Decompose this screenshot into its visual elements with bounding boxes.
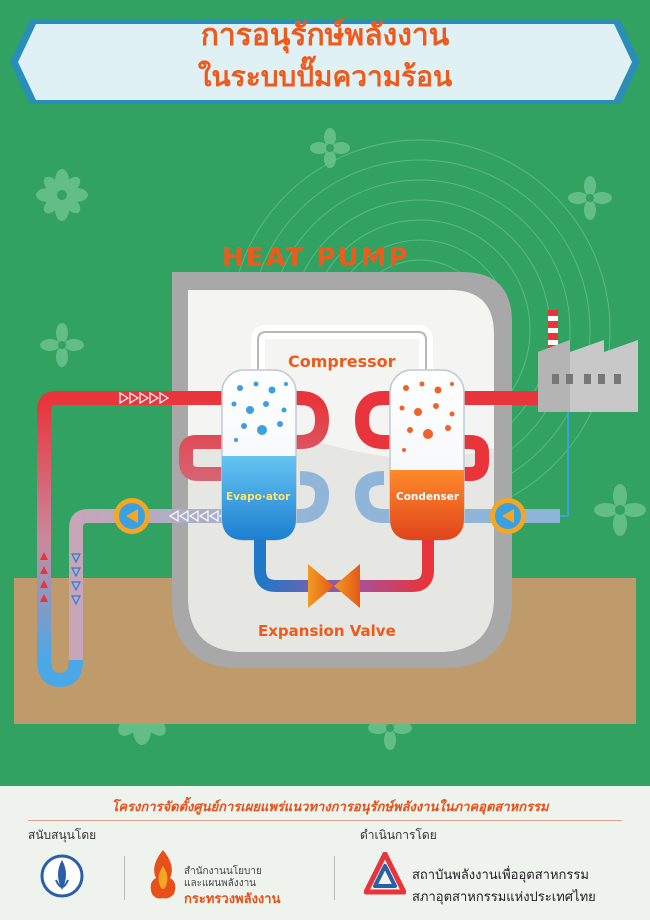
expansion-valve-label: Expansion Valve	[258, 622, 396, 640]
ministry-logo	[40, 854, 84, 898]
title-banner	[10, 20, 640, 104]
org1-name-line2: และแผนพลังงาน	[184, 878, 257, 889]
condenser-label: Condenser	[396, 491, 460, 503]
fan-icon	[594, 484, 646, 536]
logo-separator	[334, 856, 335, 900]
pump-icon	[114, 498, 150, 534]
fan-icon	[36, 169, 88, 221]
footer-divider	[28, 820, 622, 821]
valve-icon	[308, 564, 360, 608]
condenser-tank	[389, 369, 465, 541]
fan-icon	[40, 323, 84, 367]
org1-name-line1: สำนักงานนโยบาย	[184, 866, 262, 877]
supported-by-label: สนับสนุนโดย	[28, 828, 97, 842]
hot-outlet-pipe	[354, 391, 540, 481]
org2-name-line1: สถาบันพลังงานเพื่ออุตสาหกรรม	[412, 868, 589, 883]
org1-name-line3: กระทรวงพลังงาน	[184, 892, 281, 907]
institute-logo	[364, 852, 406, 895]
operated-by-label: ดำเนินการโดย	[360, 828, 437, 842]
evaporator-tank	[221, 369, 297, 541]
cold-return-pipe	[69, 471, 330, 660]
org2-name-line2: สภาอุตสาหกรรมแห่งประเทศไทย	[412, 890, 596, 905]
heat-pump-heading: HEAT PUMP	[222, 243, 410, 273]
fan-icon	[568, 176, 612, 220]
page-title: การอนุรักษ์พลังงาน	[200, 18, 450, 53]
ground-arrows-down	[71, 553, 81, 606]
footer: โครงการจัดตั้งศูนย์การเผยแพร่แนวทางการอน…	[0, 786, 650, 920]
fan-icon	[310, 128, 350, 168]
flame-logo	[150, 850, 176, 899]
cold-inlet-pipe	[354, 471, 560, 523]
compressor-label: Compressor	[288, 352, 396, 371]
hot-inlet-pipe	[37, 391, 329, 660]
page-subtitle: ในระบบปั๊มความร้อน	[197, 60, 453, 93]
logo-separator	[124, 856, 125, 900]
ground-arrows-up	[40, 552, 48, 602]
evaporator-label: Evapo·ator	[226, 491, 291, 503]
project-name: โครงการจัดตั้งศูนย์การเผยแพร่แนวทางการอน…	[111, 800, 549, 815]
pump-icon	[490, 498, 526, 534]
factory-icon	[538, 310, 638, 412]
